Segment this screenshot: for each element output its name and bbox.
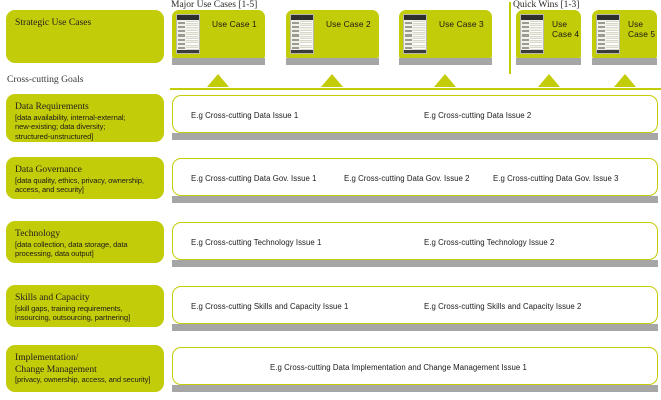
use-case-card-3[interactable]: Use Case 3 — [399, 10, 492, 65]
quick-wins-header: Quick Wins [1-3] — [513, 0, 580, 10]
use-case-card-4[interactable]: Use Case 4 — [516, 10, 581, 65]
issue-item: E.g Cross-cutting Skills and Capacity Is… — [191, 302, 349, 311]
goal-box-data-governance: Data Governance [data quality, ethics, p… — [6, 157, 164, 199]
strategic-use-cases-title: Strategic Use Cases — [15, 17, 92, 28]
thumbnail-header-bar — [521, 15, 543, 20]
issue-item: E.g Cross-cutting Technology Issue 1 — [191, 238, 322, 247]
issue-box-shadow — [172, 324, 658, 331]
issue-item: E.g Cross-cutting Data Gov. Issue 1 — [191, 174, 317, 183]
thumbnail-rows — [521, 21, 543, 50]
issue-row-data-requirements: E.g Cross-cutting Data Issue 1 E.g Cross… — [172, 95, 658, 143]
use-case-label: Use Case 3 — [439, 19, 484, 29]
goal-subtitle: [privacy, ownership, access, and securit… — [15, 375, 151, 384]
goal-title: Technology — [15, 228, 61, 239]
use-case-card-shadow — [399, 58, 492, 65]
goal-box-implementation-change-management: Implementation/ Change Management [priva… — [6, 345, 164, 392]
arrow-up-icon-1 — [207, 74, 229, 87]
goal-box-technology: Technology [data collection, data storag… — [6, 221, 164, 263]
goal-box-skills-and-capacity: Skills and Capacity [skill gaps, trainin… — [6, 285, 164, 327]
goal-subtitle: [data availability, internal-external; n… — [15, 112, 126, 141]
arrow-up-icon-4 — [538, 74, 560, 87]
goal-title: Data Requirements — [15, 101, 89, 112]
issue-row-implementation-change-management: E.g Cross-cutting Data Implementation an… — [172, 347, 658, 395]
arrow-up-icon-5 — [614, 74, 636, 87]
cross-cutting-goals-label: Cross-cutting Goals — [7, 74, 84, 85]
arrow-up-icon-3 — [434, 74, 456, 87]
section-divider-top — [170, 88, 661, 90]
issue-box-shadow — [172, 196, 658, 203]
thumbnail-rows — [177, 21, 199, 50]
issue-item: E.g Cross-cutting Data Implementation an… — [270, 363, 527, 372]
use-case-card-2[interactable]: Use Case 2 — [286, 10, 379, 65]
document-thumbnail-icon — [403, 14, 427, 54]
use-case-card-shadow — [286, 58, 379, 65]
goal-title: Skills and Capacity — [15, 292, 90, 303]
use-case-card-shadow — [172, 58, 265, 65]
goal-title: Implementation/ Change Management — [15, 352, 97, 375]
thumbnail-header-bar — [597, 15, 619, 20]
thumbnail-footer-bar — [177, 50, 199, 53]
issue-item: E.g Cross-cutting Data Issue 1 — [191, 111, 299, 120]
issue-item: E.g Cross-cutting Data Gov. Issue 3 — [493, 174, 619, 183]
group-separator-vertical — [509, 2, 511, 74]
document-thumbnail-icon — [520, 14, 544, 54]
goal-title: Data Governance — [15, 164, 82, 175]
use-case-label: Use Case 5 — [628, 19, 656, 39]
goal-subtitle: [skill gaps, training requirements, inso… — [15, 303, 131, 323]
use-case-label: Use Case 4 — [552, 19, 580, 39]
issue-box[interactable] — [172, 222, 658, 260]
issue-item: E.g Cross-cutting Skills and Capacity Is… — [424, 302, 582, 311]
issue-row-technology: E.g Cross-cutting Technology Issue 1 E.g… — [172, 222, 658, 270]
issue-item: E.g Cross-cutting Data Gov. Issue 2 — [344, 174, 470, 183]
issue-item: E.g Cross-cutting Technology Issue 2 — [424, 238, 555, 247]
issue-box-shadow — [172, 385, 658, 392]
thumbnail-footer-bar — [521, 50, 543, 53]
issue-row-data-governance: E.g Cross-cutting Data Gov. Issue 1 E.g … — [172, 158, 658, 206]
use-case-label: Use Case 2 — [326, 19, 371, 29]
strategic-use-cases-box: Strategic Use Cases — [6, 10, 164, 63]
thumbnail-header-bar — [404, 15, 426, 20]
issue-box-shadow — [172, 133, 658, 140]
use-case-card-shadow — [592, 58, 657, 65]
thumbnail-rows — [597, 21, 619, 50]
thumbnail-rows — [404, 21, 426, 50]
use-case-card-5[interactable]: Use Case 5 — [592, 10, 657, 65]
thumbnail-footer-bar — [597, 50, 619, 53]
thumbnail-footer-bar — [291, 50, 313, 53]
issue-item: E.g Cross-cutting Data Issue 2 — [424, 111, 532, 120]
arrow-up-icon-2 — [321, 74, 343, 87]
document-thumbnail-icon — [176, 14, 200, 54]
document-thumbnail-icon — [290, 14, 314, 54]
thumbnail-footer-bar — [404, 50, 426, 53]
goal-subtitle: [data quality, ethics, privacy, ownershi… — [15, 175, 144, 195]
issue-row-skills-and-capacity: E.g Cross-cutting Skills and Capacity Is… — [172, 286, 658, 334]
issue-box[interactable] — [172, 286, 658, 324]
issue-box-shadow — [172, 260, 658, 267]
goal-subtitle: [data collection, data storage, data pro… — [15, 239, 128, 259]
issue-box[interactable] — [172, 347, 658, 385]
use-case-label: Use Case 1 — [212, 19, 257, 29]
thumbnail-header-bar — [177, 15, 199, 20]
major-use-cases-header: Major Use Cases [1-5] — [171, 0, 258, 10]
use-case-card-1[interactable]: Use Case 1 — [172, 10, 265, 65]
issue-box[interactable] — [172, 95, 658, 133]
use-case-card-shadow — [516, 58, 581, 65]
goal-box-data-requirements: Data Requirements [data availability, in… — [6, 94, 164, 142]
thumbnail-header-bar — [291, 15, 313, 20]
document-thumbnail-icon — [596, 14, 620, 54]
issue-box[interactable] — [172, 158, 658, 196]
thumbnail-rows — [291, 21, 313, 50]
